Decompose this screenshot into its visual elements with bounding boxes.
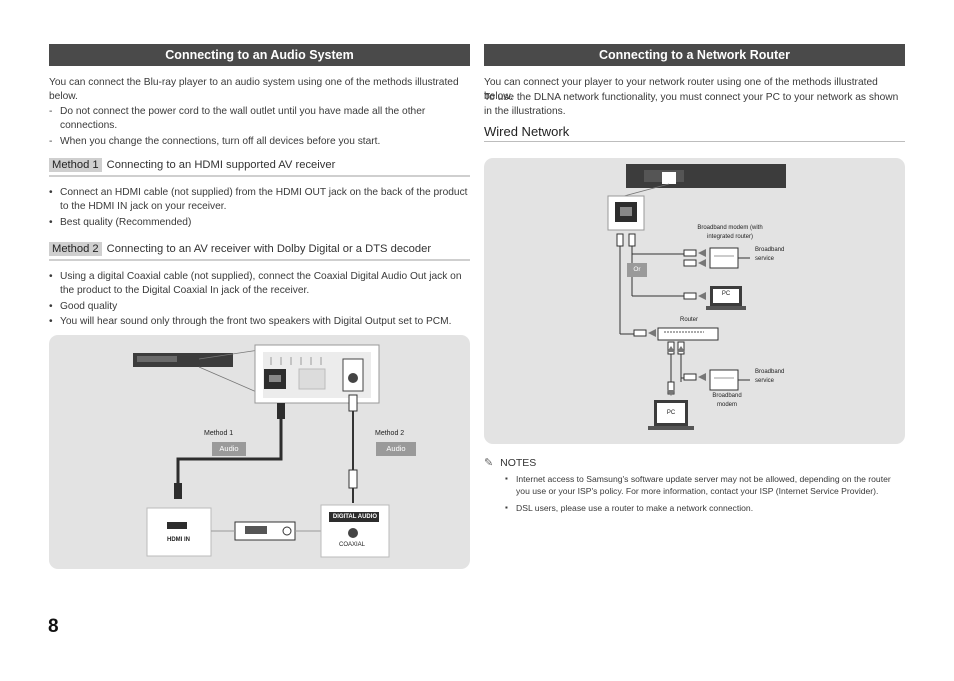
audio-connection-diagram <box>133 344 390 558</box>
notes-list: Internet access to Samsung's software up… <box>505 473 905 514</box>
network-diagram-panel: Broadband modem (with integrated router)… <box>484 158 905 444</box>
router-label: Router <box>680 317 699 323</box>
method2-heading: Method 2 Connecting to an AV receiver wit… <box>49 242 470 261</box>
pc-label-1: PC <box>721 291 731 297</box>
audio-intro: You can connect the Blu-ray player to an… <box>49 77 459 102</box>
or-tag: Or <box>627 263 647 277</box>
modem-integrated-label: Broadband modem (with integrated router) <box>697 225 763 240</box>
router-icon <box>657 327 719 341</box>
wired-network-title: Wired Network <box>484 124 905 142</box>
pc-label-2: PC <box>666 410 676 416</box>
caution-item: When you change the connections, turn of… <box>49 135 459 149</box>
bullet-item: Using a digital Coaxial cable (not suppl… <box>49 270 470 298</box>
audio-diagram-panel: Method 1 Audio Method 2 Audio HDMI IN DI… <box>49 335 470 569</box>
pencil-icon: ✎ <box>484 457 494 469</box>
audio-section-header: Connecting to an Audio System <box>49 44 470 66</box>
broadband-modem-label: Broadband modem <box>712 393 742 408</box>
network-intro-1: You can connect your player to your netw… <box>484 77 878 102</box>
bullet-item: You will hear sound only through the fro… <box>49 315 470 329</box>
method1-tag: Method 1 <box>49 158 102 172</box>
network-intro-2: To use the DLNA network functionality, y… <box>484 92 899 117</box>
method1-title: Connecting to an HDMI supported AV recei… <box>106 159 336 171</box>
notes-title: NOTES <box>500 457 537 469</box>
network-connection-diagram <box>607 164 786 430</box>
network-section-header: Connecting to a Network Router <box>484 44 905 66</box>
note-item: DSL users, please use a router to make a… <box>505 502 905 514</box>
broadband-service-label-2: Broadband service <box>755 369 785 384</box>
broadband-modem-integrated-icon <box>709 247 739 269</box>
method2-bullets: Using a digital Coaxial cable (not suppl… <box>49 270 470 331</box>
bullet-item: Good quality <box>49 300 470 314</box>
method2-diagram-label: Method 2 <box>375 430 405 437</box>
broadband-modem-icon <box>709 369 739 391</box>
digital-audio-in-label: DIGITAL AUDIO IN <box>332 514 378 530</box>
method1-heading: Method 1 Connecting to an HDMI supported … <box>49 158 470 177</box>
bullet-item: Connect an HDMI cable (not supplied) fro… <box>49 186 470 214</box>
method1-diagram-label: Method 1 <box>204 430 234 437</box>
method2-tag: Method 2 <box>49 242 102 256</box>
method1-bullets: Connect an HDMI cable (not supplied) fro… <box>49 186 470 231</box>
coaxial-out-jack <box>348 373 358 383</box>
caution-item: Do not connect the power cord to the wal… <box>49 105 459 133</box>
method2-title: Connecting to an AV receiver with Dolby … <box>106 243 432 255</box>
hdmi-in-label: HDMI IN <box>167 537 190 543</box>
note-item: Internet access to Samsung's software up… <box>505 473 905 497</box>
broadband-service-label-1: Broadband service <box>755 247 785 262</box>
method1-audio-tag: Audio <box>212 442 246 456</box>
coaxial-label: COAXIAL <box>339 542 366 548</box>
notes-heading: ✎ NOTES <box>484 456 536 469</box>
method2-audio-tag: Audio <box>376 442 416 456</box>
page-number: 8 <box>48 616 59 637</box>
bullet-item: Best quality (Recommended) <box>49 216 470 230</box>
caution-list: Do not connect the power cord to the wal… <box>49 105 459 148</box>
hdmi-in-box <box>146 507 212 557</box>
